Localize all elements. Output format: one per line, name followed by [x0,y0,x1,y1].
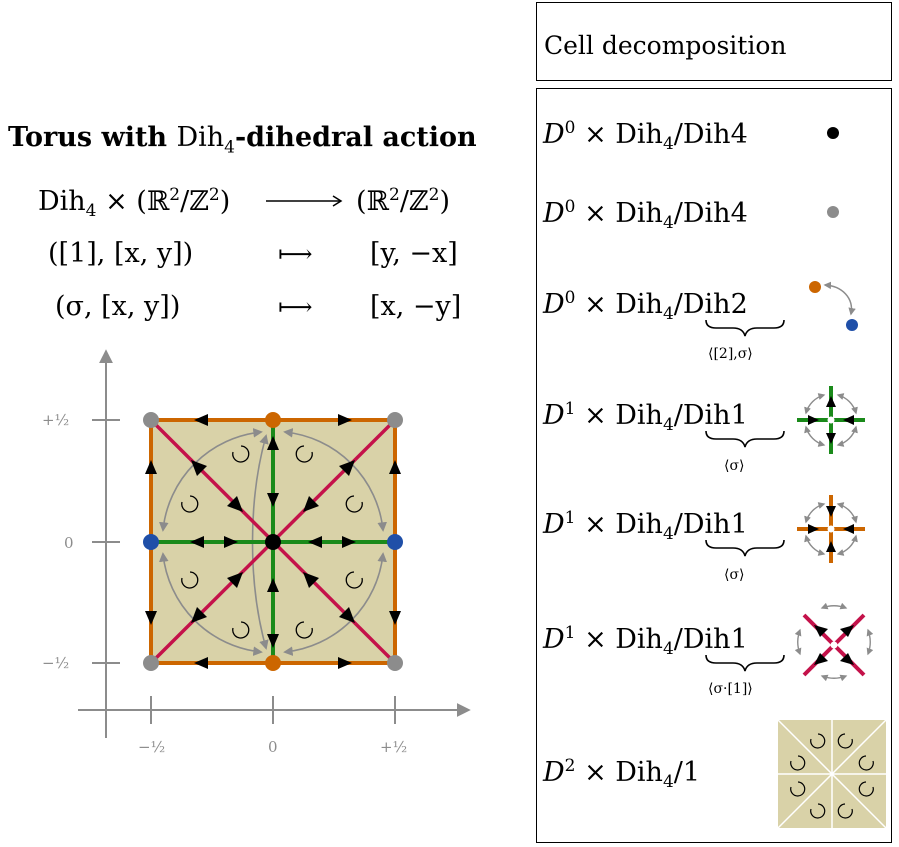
cell-row-label: D2 × Dih4/1 [542,756,700,792]
cell-list [536,88,892,843]
map-row1-left: Dih4 × (ℝ2/ℤ2) [38,185,230,221]
subgroup-note: ⟨σ⟩ [724,567,744,583]
map-row2-right: [y, −x] [370,238,458,269]
map-row3-left: (σ, [x, y]) [55,291,180,322]
gray-vertex [143,655,159,671]
subgroup-note: ⟨[2],σ⟩ [708,346,753,362]
edge-arrows [145,414,401,669]
subgroup-note: ⟨σ·[1]⟩ [708,681,753,697]
cell-row-label: D1 × Dih4/Dih1 [542,399,748,435]
x-tick-label: 0 [268,738,278,756]
maps-to-arrow: ⟼ [278,240,312,268]
torus-figure: Dih4 × (ℝ2/ℤ2) (ℝ2/ℤ2) ([1], [x, y]) ⟼ [… [38,185,471,756]
black-vertex-icon [827,127,839,139]
panel-header-label: Cell decomposition [544,31,787,60]
tick-labels: +½ 0 −½ −½ 0 +½ [42,411,407,756]
maps-to-arrow: ⟼ [278,293,312,321]
action-map: Dih4 × (ℝ2/ℤ2) (ℝ2/ℤ2) ([1], [x, y]) ⟼ [… [38,185,461,322]
y-tick-label: +½ [42,411,69,429]
cell-row-label: D0 × Dih4/Dih4 [542,118,748,154]
black-vertex [265,534,281,550]
green-edge-cross-icon [797,386,865,454]
panel-header: Cell decomposition [536,2,892,81]
face-rotation-icons [181,445,363,639]
crimson-diagonal-cross-icon [794,602,874,682]
diagram-title: Torus with Dih4-dihedral action [8,122,477,158]
cell-row-label: D0 × Dih4/Dih4 [542,197,748,233]
orange-edge-cross-icon [797,495,865,563]
face-tile-icon [777,719,887,829]
cell-row-label: D1 × Dih4/Dih1 [542,623,748,659]
group-name: Dih [176,122,225,153]
blue-vertex [387,534,403,550]
underbraces [705,319,785,672]
blue-vertex [143,534,159,550]
cell-row-label: D0 × Dih4/Dih2 [542,288,748,324]
orange-vertex [265,655,281,671]
y-tick-label: −½ [42,654,69,672]
gray-vertex [143,412,159,428]
y-tick-label: 0 [64,534,74,552]
cell-row-label: D1 × Dih4/Dih1 [542,508,748,544]
orange-blue-vertex-pair-icon [809,281,858,331]
orange-vertex [265,412,281,428]
vertices [143,412,403,671]
gray-vertex [387,655,403,671]
cell-list-content: D0 × Dih4/Dih4 D0 × Dih4/Dih4 D0 × Dih4/… [542,118,887,829]
axes [78,349,471,738]
subgroup-note: ⟨σ⟩ [724,458,744,474]
gray-vertex [387,412,403,428]
x-tick-label: −½ [138,738,165,756]
gray-vertex-icon [827,206,839,218]
map-row2-left: ([1], [x, y]) [48,238,193,269]
map-row3-right: [x, −y] [370,291,461,322]
map-row1-right: (ℝ2/ℤ2) [356,185,450,217]
x-tick-label: +½ [380,738,407,756]
